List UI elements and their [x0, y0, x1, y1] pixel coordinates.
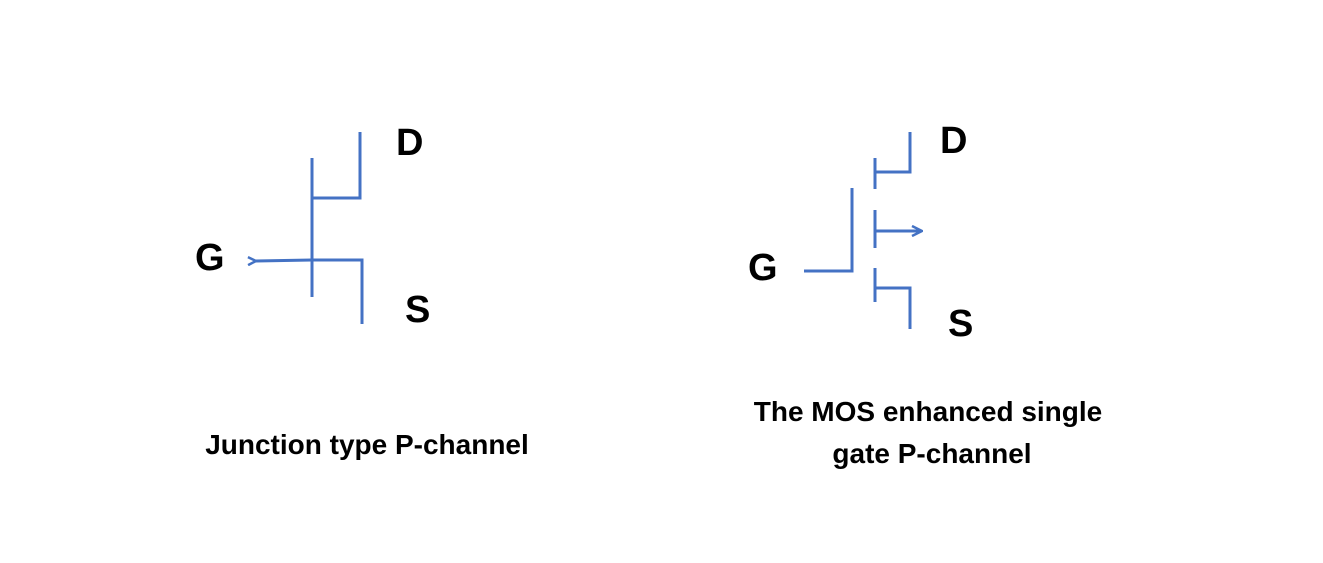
mosfet-gate-label: G: [748, 247, 778, 289]
mosfet-gate-lead: [804, 188, 854, 273]
jfet-p-channel-symbol: D G S Junction type P-channel: [195, 122, 529, 460]
mosfet-drain-lead: [875, 132, 912, 174]
jfet-caption: Junction type P-channel: [205, 429, 529, 460]
jfet-drain-lead: [312, 132, 362, 200]
mosfet-source-label: S: [948, 303, 973, 345]
mosfet-caption-line-2: gate P-channel: [832, 438, 1031, 469]
jfet-gate-label: G: [195, 237, 225, 279]
jfet-gate-arrow: [256, 260, 313, 261]
jfet-drain-label: D: [396, 122, 423, 164]
mosfet-caption-line-1: The MOS enhanced single: [754, 396, 1103, 427]
mosfet-drain-label: D: [940, 120, 967, 162]
mosfet-source-lead: [875, 286, 912, 329]
mosfet-p-channel-symbol: D G S The MOS enhanced single gate P-cha…: [748, 120, 1102, 469]
jfet-source-lead: [312, 258, 364, 324]
jfet-source-label: S: [405, 289, 430, 331]
